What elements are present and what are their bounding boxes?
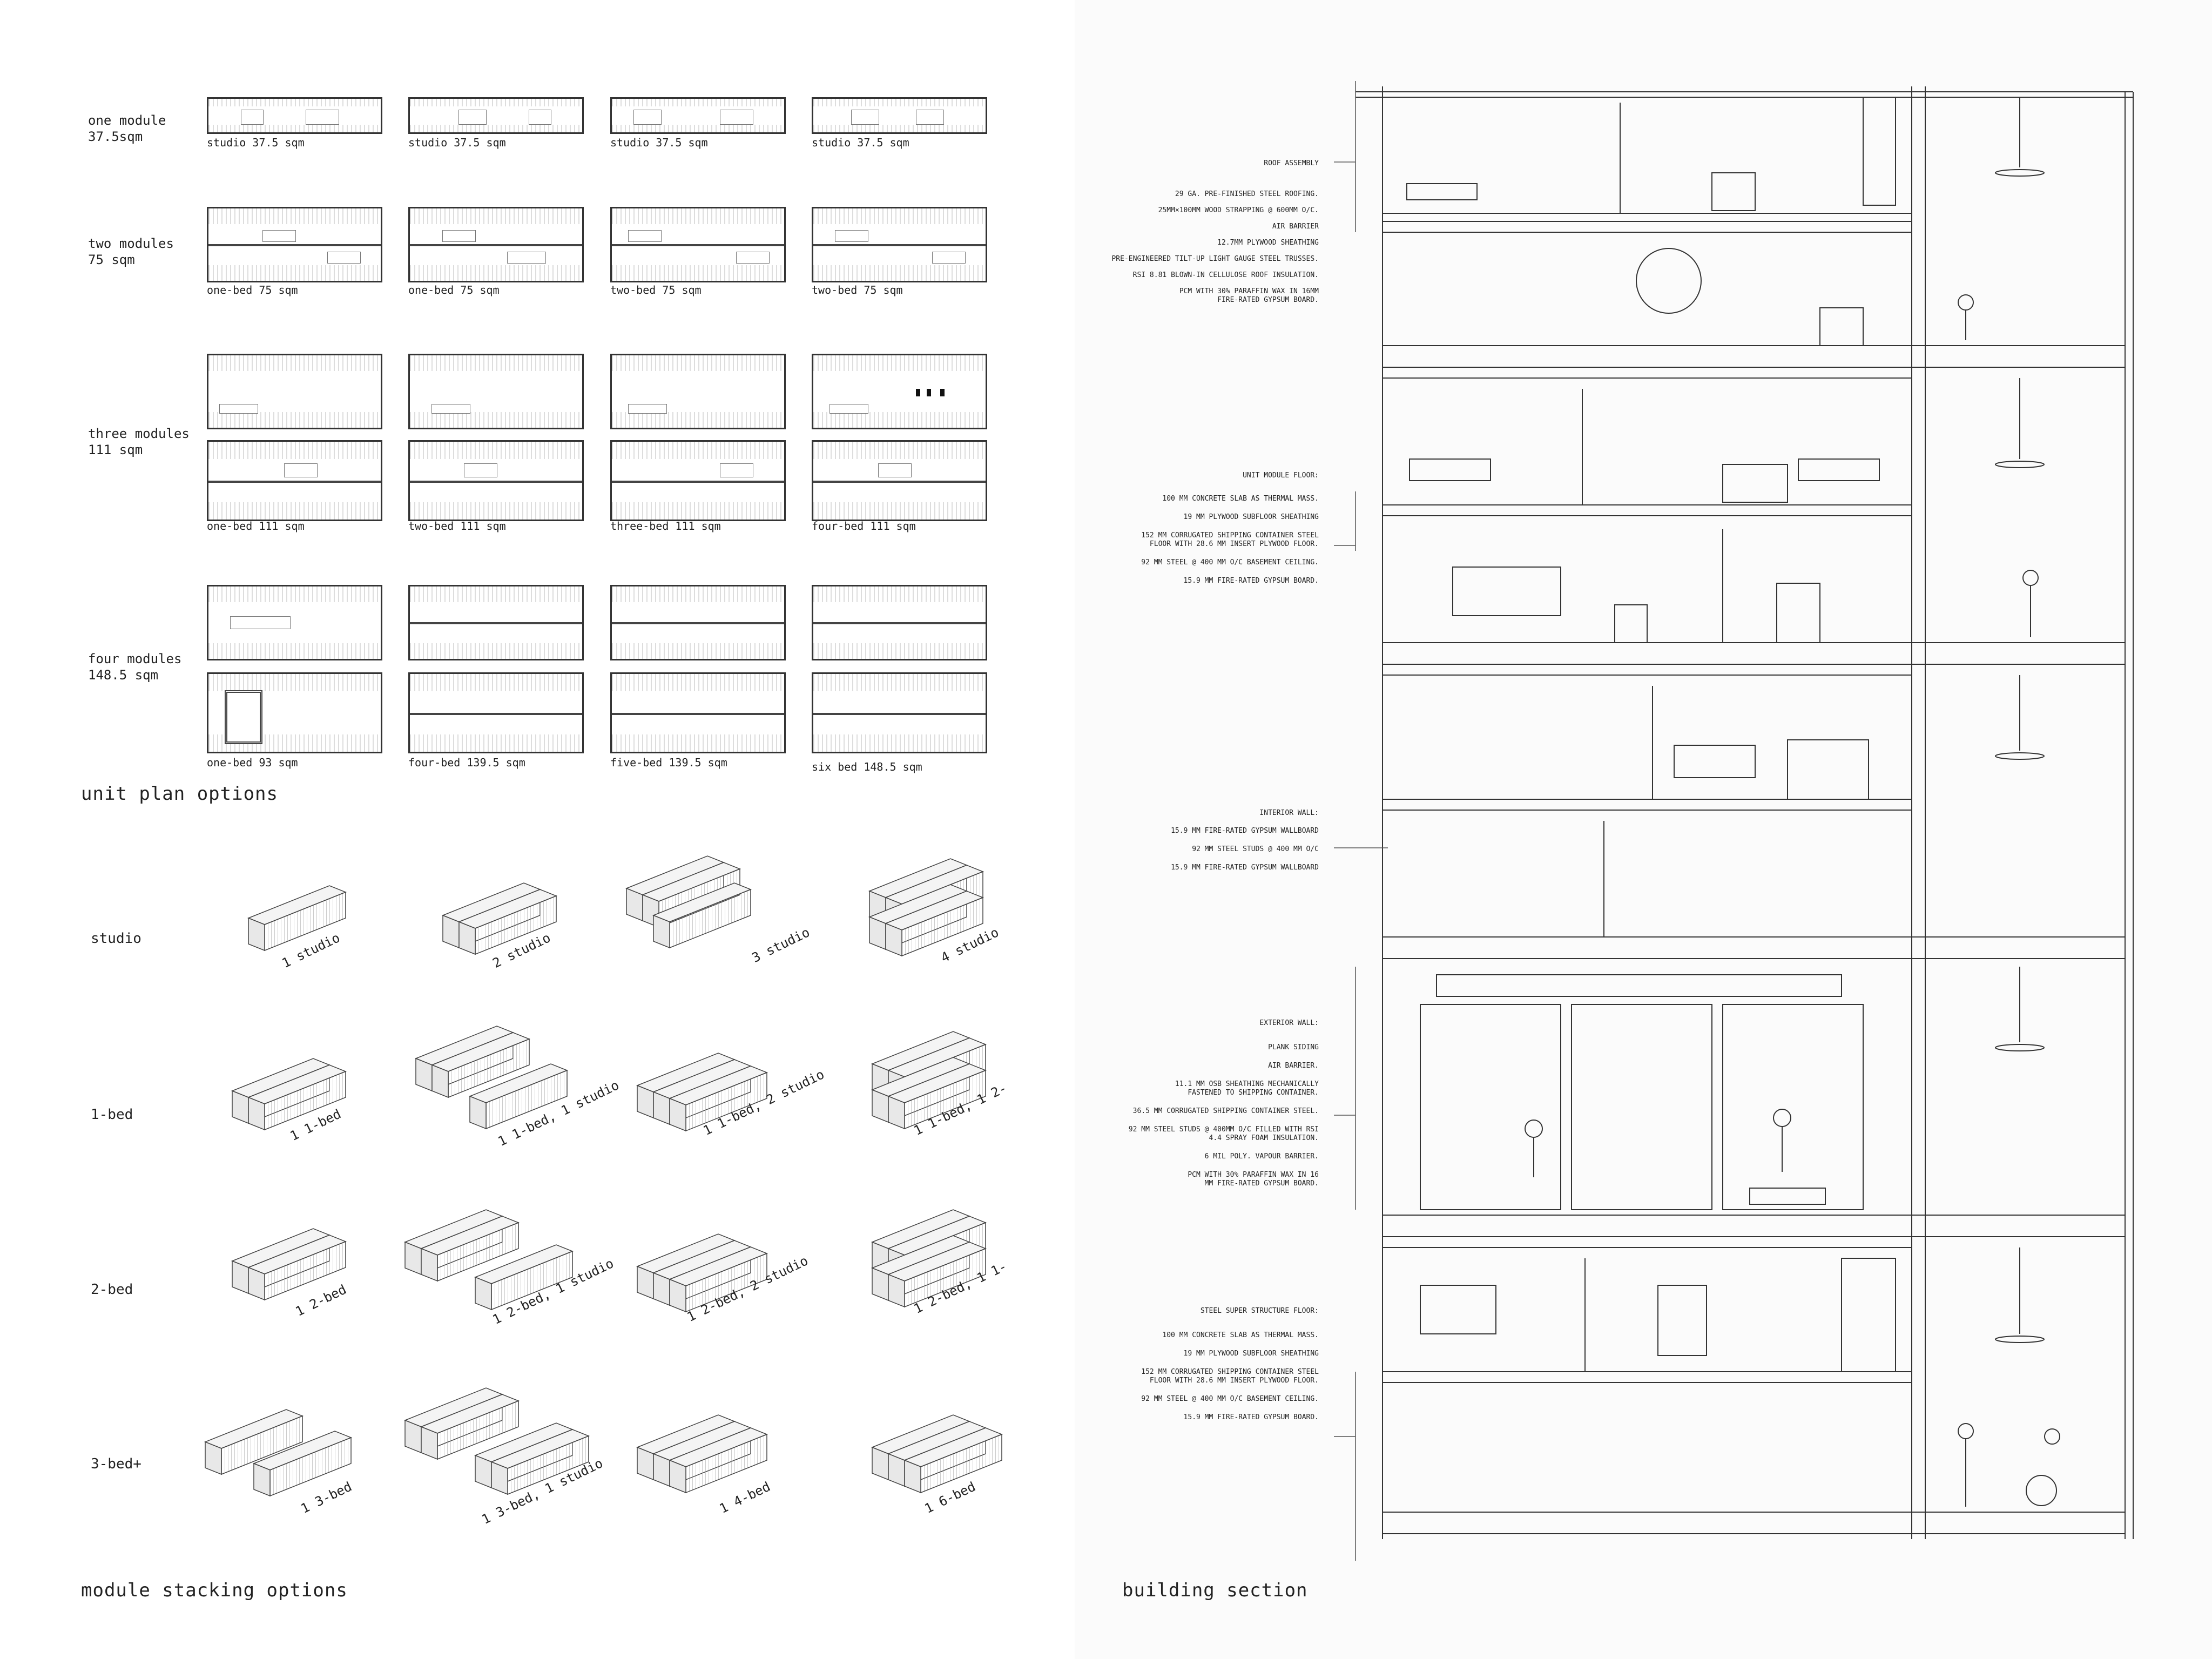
left-panel: one module 37.5sqm two modules 75 sqm th… xyxy=(0,0,1075,1659)
row-label-two-modules: two modules 75 sqm xyxy=(88,236,174,267)
stack-row-label: studio xyxy=(91,930,141,947)
floor-plan xyxy=(207,97,382,134)
row-label-one-module: one module 37.5sqm xyxy=(88,113,166,144)
floor-plan xyxy=(408,672,584,753)
note-line: AIR BARRIER xyxy=(1272,222,1319,231)
note-line: PCM WITH 30% PARAFFIN WAX IN 16MM FIRE-R… xyxy=(1179,287,1319,304)
note-line: AIR BARRIER. xyxy=(1268,1062,1319,1070)
floor-plan xyxy=(812,207,987,282)
plan-caption: three-bed 111 sqm xyxy=(610,520,721,532)
floor-plan xyxy=(207,440,382,521)
plan-caption: studio 37.5 sqm xyxy=(408,136,506,149)
floor-plan xyxy=(207,354,382,429)
plan-caption: one-bed 93 sqm xyxy=(207,756,298,769)
note-line: 19 MM PLYWOOD SUBFLOOR SHEATHING xyxy=(1183,513,1319,521)
floor-plan xyxy=(408,354,584,429)
floor-plan xyxy=(408,585,584,660)
floor-plan xyxy=(610,585,786,660)
note-line: 100 MM CONCRETE SLAB AS THERMAL MASS. xyxy=(1162,495,1319,503)
right-panel: ROOF ASSEMBLY 29 GA. PRE-FINISHED STEEL … xyxy=(1075,0,2212,1659)
plan-caption: six bed 148.5 sqm xyxy=(812,760,922,773)
note-line: 36.5 MM CORRUGATED SHIPPING CONTAINER ST… xyxy=(1132,1107,1319,1115)
note-line: 25MM×100MM WOOD STRAPPING @ 600MM O/C. xyxy=(1158,206,1319,214)
row-label-three-modules: three modules 111 sqm xyxy=(88,426,190,457)
note-line: 12.7MM PLYWOOD SHEATHING xyxy=(1217,239,1319,247)
plan-caption: studio 37.5 sqm xyxy=(207,136,305,149)
note-line: 15.9 MM FIRE-RATED GYPSUM BOARD. xyxy=(1183,1413,1319,1421)
note-line: 11.1 MM OSB SHEATHING MECHANICALLY FASTE… xyxy=(1175,1080,1319,1097)
floor-plan xyxy=(610,207,786,282)
note-line: 152 MM CORRUGATED SHIPPING CONTAINER STE… xyxy=(1141,531,1319,548)
floor-plan xyxy=(207,585,382,660)
plan-caption: studio 37.5 sqm xyxy=(610,136,708,149)
floor-plan xyxy=(610,354,786,429)
stack-row-label: 1-bed xyxy=(91,1107,133,1123)
note-heading: EXTERIOR WALL: xyxy=(1259,1019,1319,1027)
interior-wall-note: INTERIOR WALL: 15.9 MM FIRE-RATED GYPSUM… xyxy=(1075,809,1319,872)
floor-plan xyxy=(812,97,987,134)
floor-plan xyxy=(207,672,382,753)
floor-plan xyxy=(408,440,584,521)
floor-plan xyxy=(610,97,786,134)
note-heading: ROOF ASSEMBLY xyxy=(1264,159,1319,167)
plan-caption: one-bed 111 sqm xyxy=(207,520,305,532)
row-label-four-modules: four modules 148.5 sqm xyxy=(88,651,182,683)
plan-caption: four-bed 111 sqm xyxy=(812,520,916,532)
stack-row-label: 2-bed xyxy=(91,1282,133,1298)
plan-caption: four-bed 139.5 sqm xyxy=(408,756,525,769)
note-line: 92 MM STEEL STUDS @ 400 MM O/C xyxy=(1192,845,1319,853)
note-line: 15.9 MM FIRE-RATED GYPSUM WALLBOARD xyxy=(1171,827,1319,835)
floor-plan xyxy=(207,207,382,282)
module-stacking-isometrics xyxy=(205,855,1002,1496)
note-line: 15.9 MM FIRE-RATED GYPSUM BOARD. xyxy=(1183,577,1319,585)
plan-caption: one-bed 75 sqm xyxy=(408,284,500,296)
note-line: PCM WITH 30% PARAFFIN WAX IN 16 MM FIRE-… xyxy=(1188,1171,1319,1188)
note-heading: INTERIOR WALL: xyxy=(1259,809,1319,817)
exterior-wall-note: EXTERIOR WALL: PLANK SIDING AIR BARRIER.… xyxy=(1075,1019,1319,1188)
floor-plan xyxy=(812,585,987,660)
floor-plan xyxy=(812,354,987,429)
note-line: 15.9 MM FIRE-RATED GYPSUM WALLBOARD xyxy=(1171,864,1319,872)
floor-plan xyxy=(408,97,584,134)
note-line: 92 MM STEEL @ 400 MM O/C BASEMENT CEILIN… xyxy=(1141,1395,1319,1403)
floor-plan xyxy=(812,440,987,521)
building-section-drawing xyxy=(1334,81,2134,1561)
unit-module-floor-note: UNIT MODULE FLOOR: 100 MM CONCRETE SLAB … xyxy=(1075,471,1319,585)
note-line: PRE-ENGINEERED TILT-UP LIGHT GAUGE STEEL… xyxy=(1111,255,1319,263)
plan-caption: five-bed 139.5 sqm xyxy=(610,756,727,769)
steel-super-structure-floor-note: STEEL SUPER STRUCTURE FLOOR: 100 MM CONC… xyxy=(1075,1307,1319,1422)
plan-caption: two-bed 75 sqm xyxy=(812,284,903,296)
note-line: 19 MM PLYWOOD SUBFLOOR SHEATHING xyxy=(1183,1350,1319,1358)
floor-plan xyxy=(408,207,584,282)
plan-caption: studio 37.5 sqm xyxy=(812,136,909,149)
roof-assembly-note: ROOF ASSEMBLY 29 GA. PRE-FINISHED STEEL … xyxy=(1075,159,1319,305)
note-line: RSI 8.81 BLOWN-IN CELLULOSE ROOF INSULAT… xyxy=(1132,271,1319,279)
note-line: 92 MM STEEL STUDS @ 400MM O/C FILLED WIT… xyxy=(1128,1125,1319,1142)
note-line: 152 MM CORRUGATED SHIPPING CONTAINER STE… xyxy=(1141,1368,1319,1385)
floor-plan xyxy=(610,672,786,753)
stack-row-label: 3-bed+ xyxy=(91,1456,141,1472)
plan-caption: one-bed 75 sqm xyxy=(207,284,298,296)
note-heading: UNIT MODULE FLOOR: xyxy=(1243,471,1319,480)
floor-plan xyxy=(610,440,786,521)
note-line: PLANK SIDING xyxy=(1268,1043,1319,1051)
note-line: 29 GA. PRE-FINISHED STEEL ROOFING. xyxy=(1175,190,1319,198)
plan-caption: two-bed 75 sqm xyxy=(610,284,702,296)
note-line: 6 MIL POLY. VAPOUR BARRIER. xyxy=(1204,1152,1319,1161)
building-section-title: building section xyxy=(1122,1580,1308,1601)
note-line: 100 MM CONCRETE SLAB AS THERMAL MASS. xyxy=(1162,1331,1319,1339)
note-line: 92 MM STEEL @ 400 MM O/C BASEMENT CEILIN… xyxy=(1141,558,1319,567)
floor-plan xyxy=(812,672,987,753)
note-heading: STEEL SUPER STRUCTURE FLOOR: xyxy=(1200,1307,1319,1315)
stacking-title: module stacking options xyxy=(81,1580,348,1601)
plan-caption: two-bed 111 sqm xyxy=(408,520,506,532)
unit-plans-title: unit plan options xyxy=(81,783,278,805)
